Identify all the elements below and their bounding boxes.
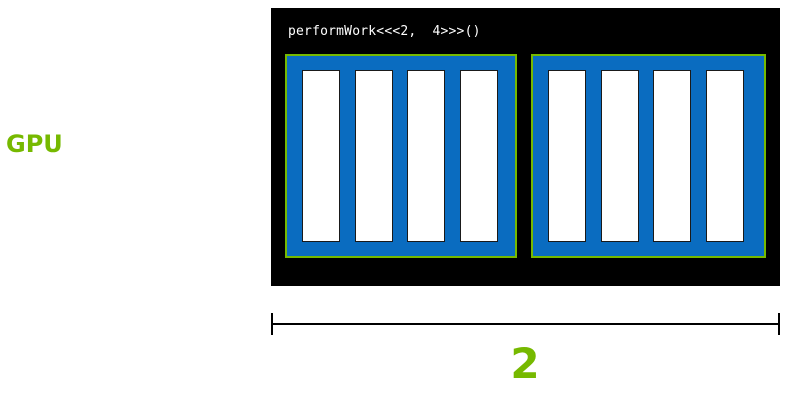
span-bracket-right-cap — [778, 313, 780, 335]
gpu-panel: performWork<<<2, 4>>>() — [271, 8, 780, 286]
thread — [460, 70, 498, 242]
gpu-label: GPU — [6, 130, 63, 158]
thread-block-2 — [531, 54, 766, 258]
thread — [601, 70, 639, 242]
block-count-label: 2 — [510, 339, 540, 388]
kernel-launch-code: performWork<<<2, 4>>>() — [288, 24, 481, 39]
span-bracket-line — [271, 323, 780, 325]
thread — [706, 70, 744, 242]
thread — [355, 70, 393, 242]
thread — [548, 70, 586, 242]
thread — [407, 70, 445, 242]
thread-block-1 — [285, 54, 517, 258]
thread — [653, 70, 691, 242]
thread — [302, 70, 340, 242]
